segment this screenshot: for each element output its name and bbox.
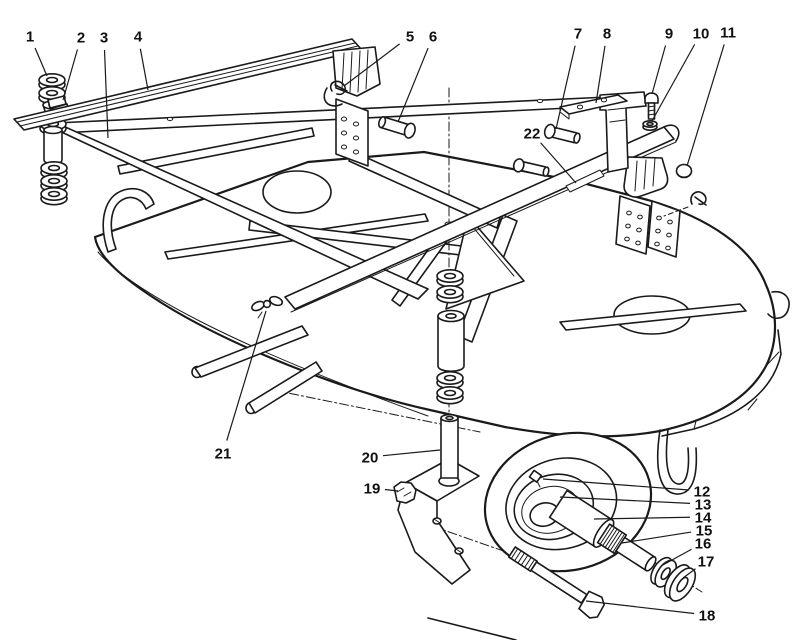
washer [40,187,68,206]
leader-line-21 [226,310,267,441]
callout-6: 6 [429,29,437,46]
leader-line-13 [559,496,691,504]
callout-2: 2 [77,30,85,47]
caster-spindle-stack [436,87,465,419]
corner-tube [43,125,63,165]
mount-plate-pair [615,195,681,258]
skid-bar-rear [194,325,309,378]
deck-bottom-edge [427,617,517,640]
lock-nut [393,481,417,504]
six-hole-bracket [335,98,369,167]
cap-nut-11 [675,163,693,179]
deck-spindle-opening-left [262,170,332,214]
caster-wheel-assembly [393,413,703,619]
callout-19: 19 [364,481,381,498]
leader-line-11 [686,44,725,167]
spindle-washer [436,268,464,288]
leader-line-5 [343,43,401,87]
hairpin-cotter-5 [329,80,348,96]
leader-line-4 [139,48,149,91]
callout-11: 11 [720,25,736,42]
leader-line-7 [555,45,576,130]
axle-washer-small [650,556,678,588]
front-rail-slot [565,169,605,193]
callout-4: 4 [134,29,143,46]
leader-line-6 [397,47,429,123]
deck-skirt-right-edge [661,329,782,437]
washer-10 [642,120,658,132]
clevis-pin [378,116,416,139]
leader-line-18 [585,600,695,615]
callout-7: 7 [574,26,582,43]
blade-right [559,303,747,331]
bracket-hook [323,87,343,107]
skid-bar-front [248,361,323,414]
belt-guide-arm [102,188,155,253]
deck-handle-loop [656,429,698,495]
spindle-washer [436,284,464,304]
callout-16: 16 [695,536,712,553]
callout-17: 17 [698,554,715,571]
axle-washer-large [663,564,697,602]
callout-14: 14 [695,510,712,527]
spindle-shaft [440,413,459,479]
leader-line-1 [34,47,48,77]
lower-frame-rail-left [117,127,315,175]
frame-front-rail [284,126,675,310]
callout-3: 3 [100,30,108,47]
carriage-bolt-7 [543,123,581,144]
callout-1: 1 [26,29,34,46]
leader-line-9 [651,45,667,95]
callout-20: 20 [362,450,379,467]
leader-line-12 [542,478,690,491]
leader-line-10 [651,44,696,122]
carrier-frame [54,96,680,313]
height-adjust-rail [13,38,381,131]
callout-18: 18 [699,608,716,625]
spindle-spacer-tube [437,309,465,373]
wing-fastener [251,295,284,319]
leader-line-15 [621,531,692,544]
leader-line-20 [382,449,441,457]
callout-15: 15 [696,523,713,540]
callout-21: 21 [215,446,232,463]
deck-skirt-left-edge [97,251,429,417]
front-rail-end [663,124,680,142]
callout-12: 12 [694,484,711,501]
callout-9: 9 [665,26,673,43]
leader-line-8 [595,45,606,104]
leader-line-17 [682,568,696,579]
front-rail-u-bracket [623,156,669,198]
grease-fitting [528,469,543,488]
spindle-washer [436,385,464,405]
leader-line-16 [660,548,692,567]
deck-hardware-left [102,188,323,415]
axle-bolt [507,546,605,619]
hanger-hardware [335,91,707,258]
leader-line-3 [103,49,109,139]
bolt-axis [431,525,513,555]
leader-line-22 [540,142,577,184]
bolt-22 [512,158,550,177]
axle-shaft [548,489,697,602]
callout-8: 8 [603,26,611,43]
stiffener-plate [559,94,628,120]
callout-22: 22 [524,126,541,143]
left-corner-stack [38,73,68,206]
leader-line-2 [62,49,79,101]
screw-9 [644,92,659,120]
callout-10: 10 [693,26,710,43]
leader-line-14 [593,516,691,520]
deck-right-hook [767,290,790,319]
callout-5: 5 [406,29,414,46]
gusset-plate [445,215,525,310]
callout-13: 13 [695,497,712,514]
leader-line-19 [384,488,399,492]
hairpin-clip-right [690,191,707,206]
